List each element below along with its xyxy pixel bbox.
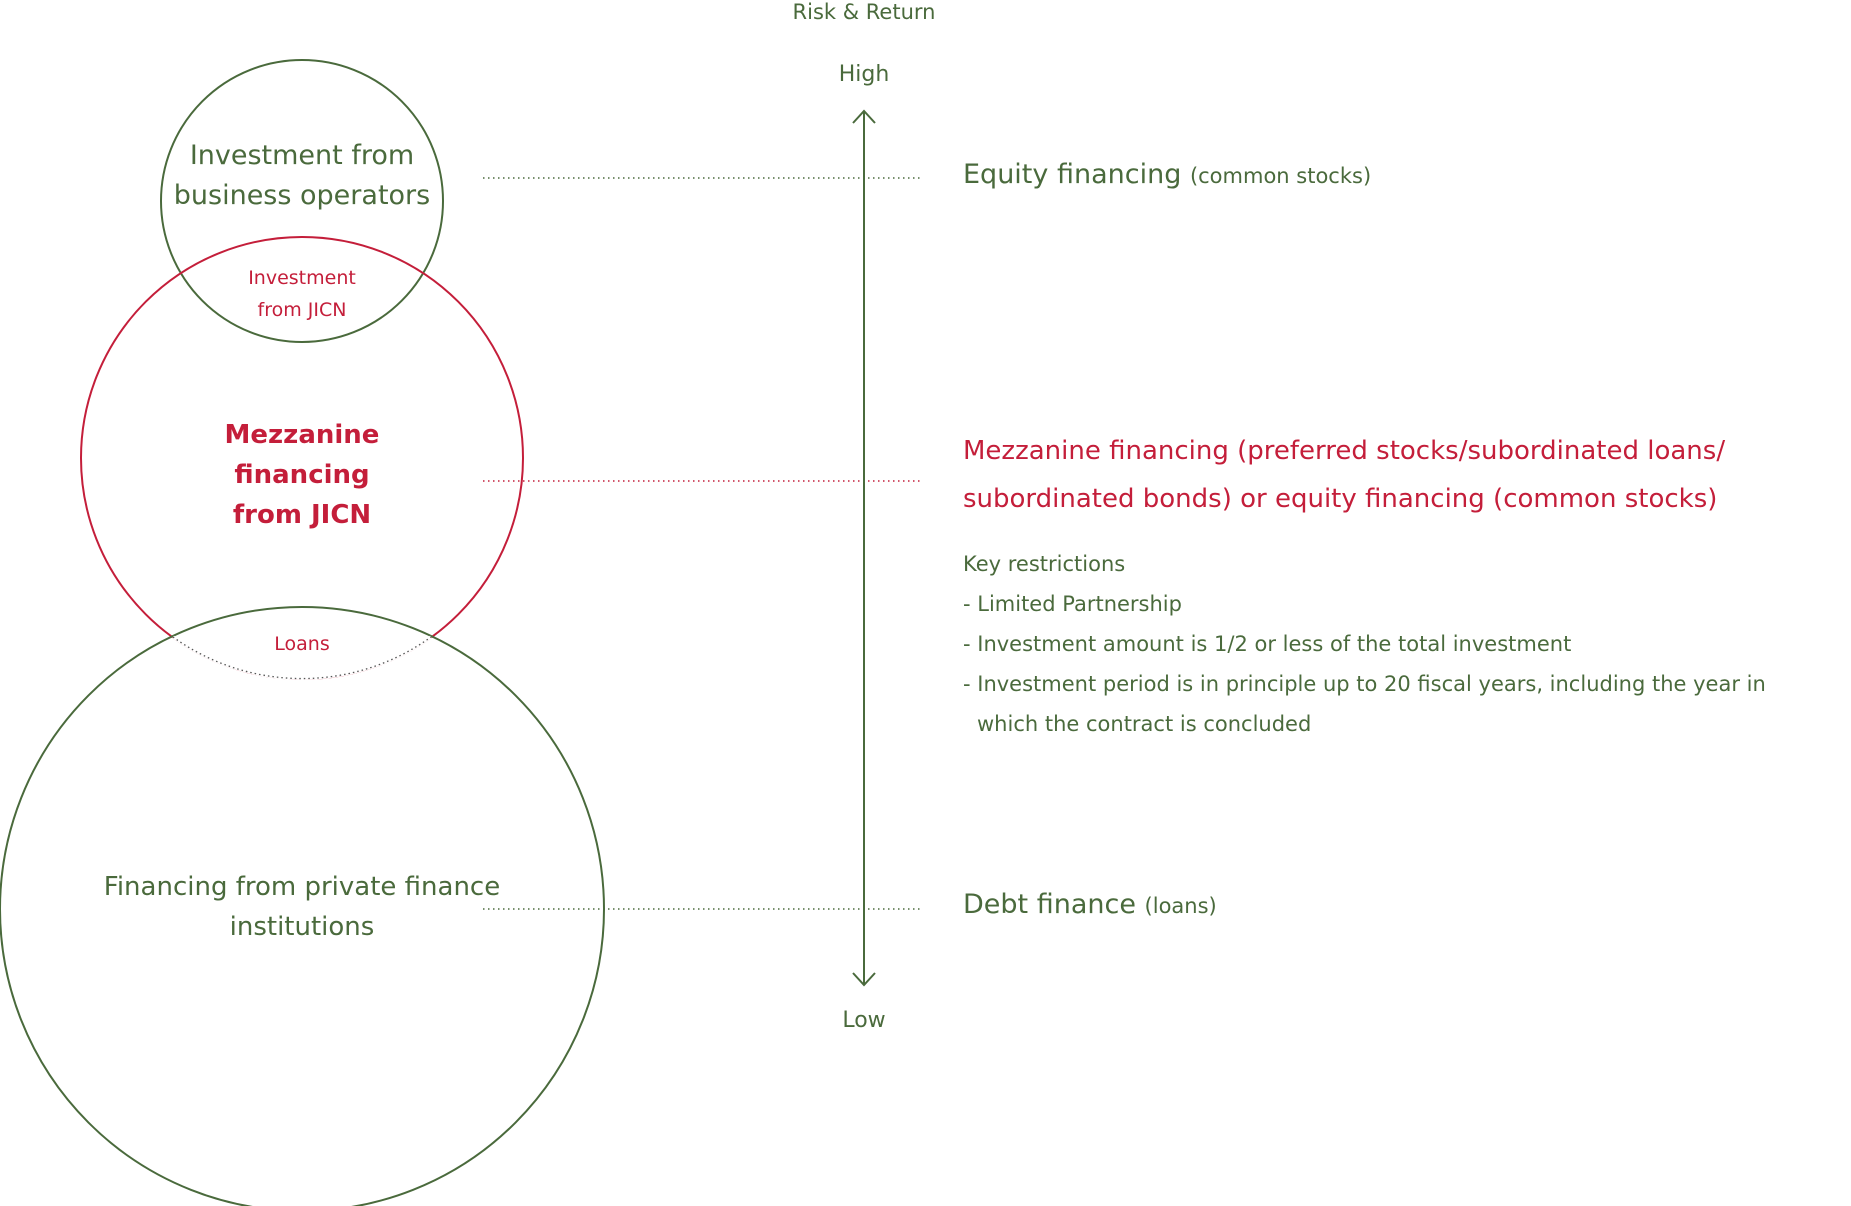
overlap-top-line2: from JICN: [257, 299, 347, 321]
overlap-dotted-arc: [172, 635, 432, 680]
mezzanine-financing-text: Mezzanine financing (preferred stocks/su…: [963, 427, 1725, 523]
restriction-item: - Limited Partnership: [963, 592, 1182, 616]
business-operators-line1: Investment from: [189, 140, 415, 171]
circle-business-operators: [160, 59, 444, 343]
axis-high-label: High: [838, 62, 890, 87]
key-restrictions: Key restrictions - Limited Partnership -…: [963, 544, 1766, 744]
overlap-loans-label: Loans: [274, 633, 330, 655]
mezzanine-text-line1: Mezzanine financing (preferred stocks/su…: [963, 436, 1726, 466]
restriction-item: - Investment period is in principle up t…: [963, 672, 1766, 696]
restrictions-title: Key restrictions: [963, 552, 1126, 576]
private-finance-line2: institutions: [229, 912, 375, 942]
circle-private-finance: [0, 606, 605, 1206]
mezzanine-text-line2: subordinated bonds) or equity financing …: [963, 484, 1718, 514]
mezzanine-jicn-label: Mezzanine financing from JICN: [152, 415, 452, 535]
business-operators-label: Investment from business operators: [132, 136, 472, 216]
overlap-top-line1: Investment: [248, 267, 356, 289]
overlap-investment-jicn-label: Investment from JICN: [202, 262, 402, 326]
debt-main: Debt finance: [963, 889, 1136, 920]
axis-low-label: Low: [842, 1008, 886, 1033]
restriction-item: - Investment amount is 1/2 or less of th…: [963, 632, 1572, 656]
equity-main: Equity financing: [963, 159, 1182, 190]
private-finance-label: Financing from private finance instituti…: [62, 867, 542, 947]
restriction-item-continued: which the contract is concluded: [977, 712, 1312, 736]
equity-sub: (common stocks): [1189, 164, 1372, 188]
axis-title: Risk & Return: [792, 0, 936, 24]
arrow-down-head: [852, 972, 876, 987]
business-operators-line2: business operators: [173, 180, 431, 211]
private-finance-line1: Financing from private finance: [103, 872, 501, 902]
arrow-up-head: [852, 109, 876, 124]
debt-sub: (loans): [1144, 894, 1217, 918]
mezzanine-line2: financing: [234, 460, 370, 490]
mezzanine-line3: from JICN: [232, 500, 372, 530]
debt-finance-text: Debt finance (loans): [963, 889, 1217, 920]
mezzanine-line1: Mezzanine: [224, 420, 380, 450]
equity-financing-text: Equity financing (common stocks): [963, 159, 1371, 190]
